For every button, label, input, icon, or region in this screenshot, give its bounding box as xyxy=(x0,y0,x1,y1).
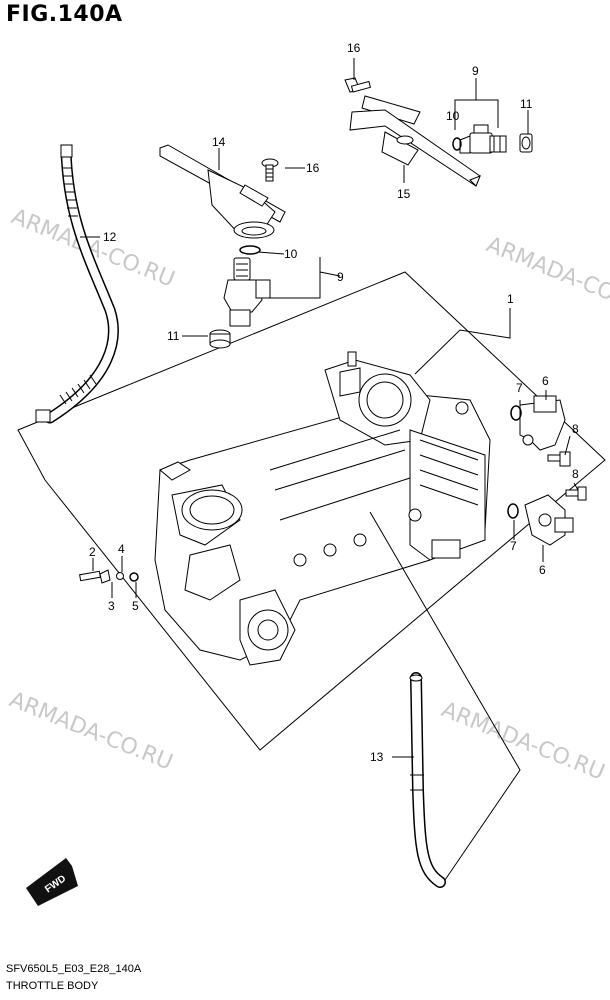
cap-11-right xyxy=(519,133,533,153)
o-ring-10-left xyxy=(239,245,261,255)
callout-13: 13 xyxy=(370,750,384,764)
sensor-6-upper xyxy=(519,395,566,451)
o-ring-7-lower xyxy=(507,503,519,519)
injector-9-right xyxy=(459,124,507,154)
throttle-body-1 xyxy=(154,351,491,666)
callout-12: 12 xyxy=(103,230,117,244)
fuel-pipe-14 xyxy=(159,144,286,239)
sensor-6-lower xyxy=(524,494,574,546)
callout-7-upper: 7 xyxy=(516,381,523,395)
watermark-4: ARMADA-CO.RU xyxy=(6,687,176,775)
watermark-5: ARMADA-CO.RU xyxy=(438,697,608,785)
callout-14: 14 xyxy=(212,135,226,149)
callout-8-upper: 8 xyxy=(572,422,579,436)
callout-9-left: 9 xyxy=(337,270,344,284)
callout-10-left: 10 xyxy=(284,247,298,261)
callout-8-lower: 8 xyxy=(572,467,579,481)
callout-4: 4 xyxy=(118,542,125,556)
callout-6-upper: 6 xyxy=(542,374,549,388)
injector-9-left xyxy=(223,257,271,327)
screw-2 xyxy=(79,570,101,582)
washer-4 xyxy=(116,572,124,580)
callout-15: 15 xyxy=(397,187,411,201)
callout-6-lower: 6 xyxy=(539,563,546,577)
callout-5: 5 xyxy=(132,599,139,613)
o-ring-7-upper xyxy=(510,405,522,421)
cap-11-left xyxy=(209,329,231,349)
leader-lines xyxy=(80,58,579,881)
bolt-8-lower xyxy=(565,486,587,501)
callout-11-left: 11 xyxy=(167,329,180,343)
o-ring-10-right xyxy=(452,137,462,151)
assembly-outline xyxy=(17,271,606,751)
bolt-8-upper xyxy=(547,451,571,467)
hose-13 xyxy=(409,672,446,888)
callout-11-right: 11 xyxy=(520,97,533,111)
callout-10-right: 10 xyxy=(446,109,460,123)
callout-9-right: 9 xyxy=(472,64,479,78)
callout-7-lower: 7 xyxy=(510,539,517,553)
callout-16-left: 16 xyxy=(306,161,320,175)
footer-code: SFV650L5_E03_E28_140A xyxy=(6,963,142,975)
hose-12 xyxy=(35,144,119,424)
watermark-2: ARMADA-CO.RU xyxy=(483,232,610,320)
figure-title: FIG.140A xyxy=(6,2,123,27)
callout-2: 2 xyxy=(89,545,96,559)
screw-16-right xyxy=(344,77,372,93)
callout-3: 3 xyxy=(108,599,115,613)
fuel-pipe-15 xyxy=(349,95,481,187)
screw-16-left xyxy=(261,158,279,182)
spring-3 xyxy=(99,569,111,584)
callout-16-right: 16 xyxy=(347,41,361,55)
o-ring-5 xyxy=(129,572,139,582)
fwd-arrow: FWD xyxy=(26,858,78,906)
callout-1: 1 xyxy=(507,292,514,306)
footer-name: THROTTLE BODY xyxy=(6,980,99,992)
